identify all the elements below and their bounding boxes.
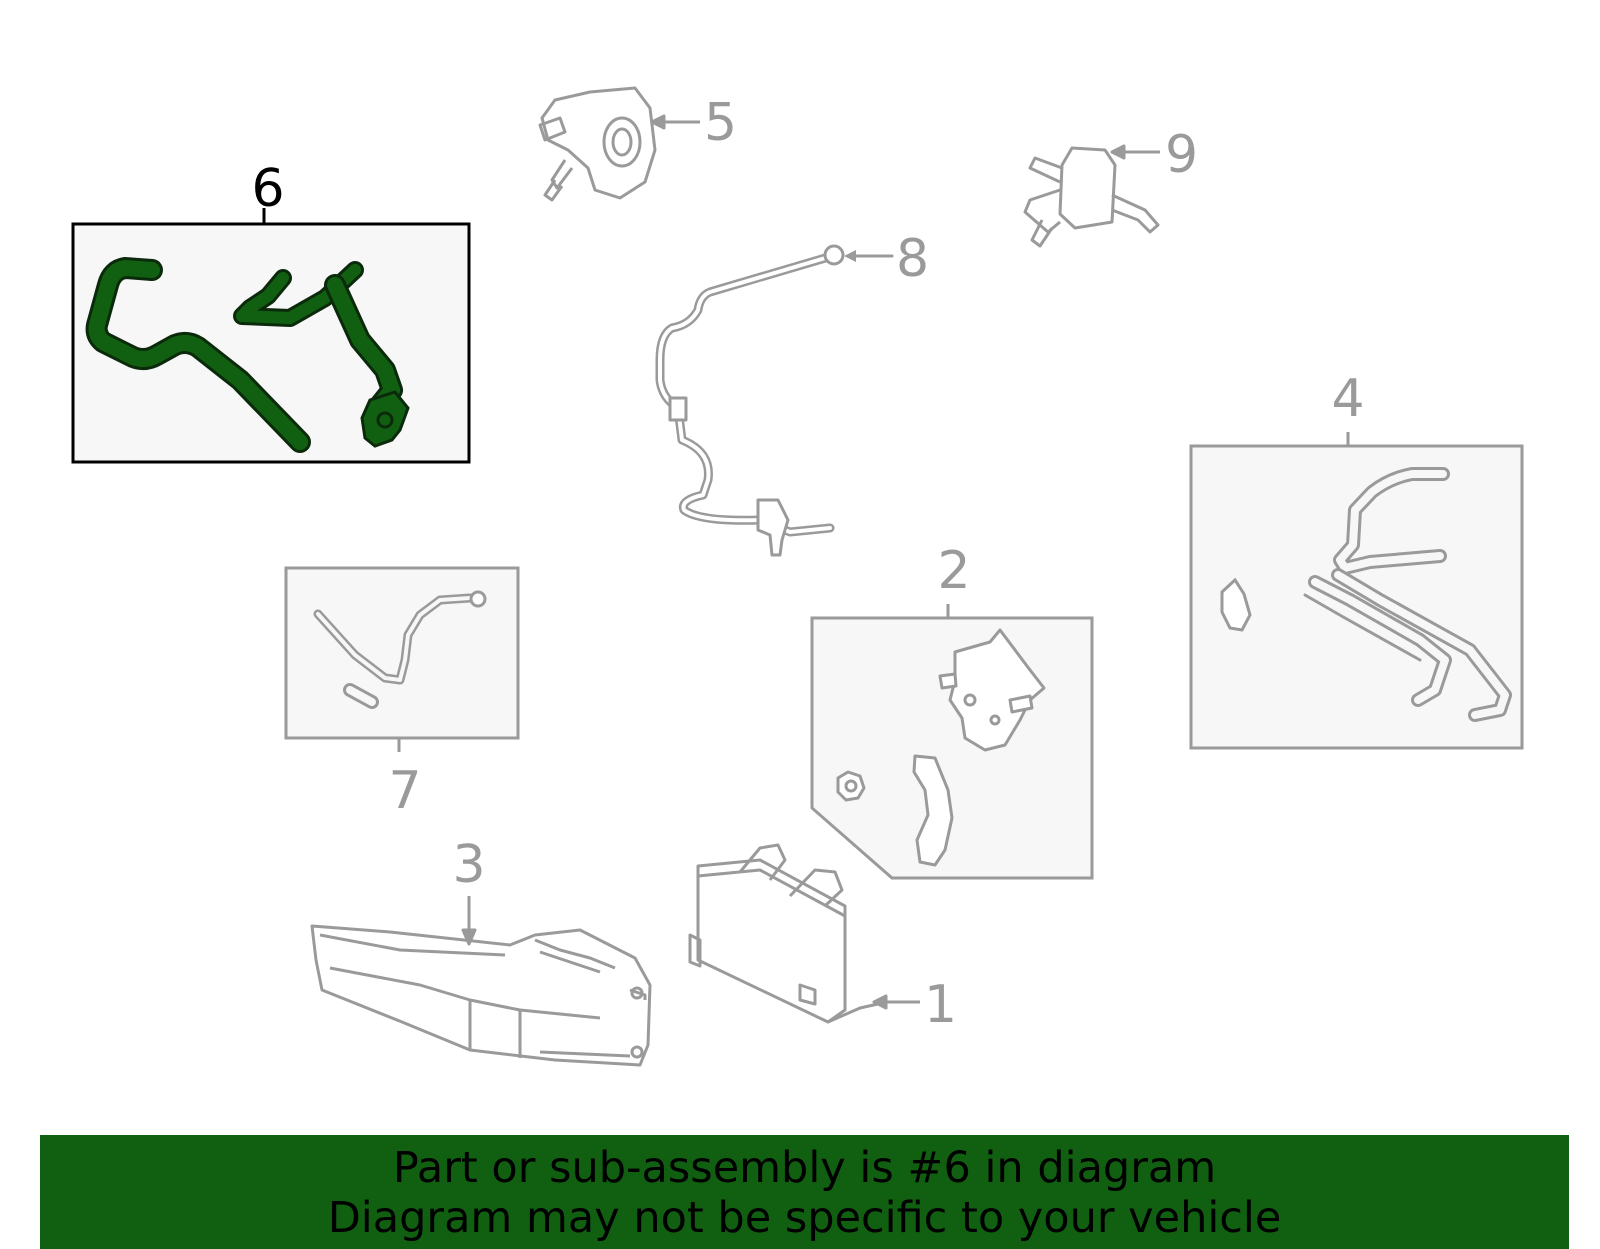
part-3-duct-icon[interactable] — [310, 924, 652, 1067]
banner-line-1: Part or sub-assembly is #6 in diagram — [392, 1143, 1217, 1193]
part-1-cooler-icon[interactable] — [696, 858, 847, 1024]
part-5-group[interactable]: 5 — [538, 86, 737, 202]
part-2-plate-icon[interactable] — [912, 754, 954, 867]
part-4-group[interactable]: 4 — [1189, 369, 1524, 750]
callout-6: 6 — [251, 159, 284, 219]
banner-line-2: Diagram may not be specific to your vehi… — [327, 1193, 1282, 1243]
part-9-valve-icon[interactable] — [1058, 146, 1117, 230]
part-8-tube-icon[interactable] — [655, 251, 837, 537]
callout-5: 5 — [704, 93, 737, 153]
part-2-group[interactable]: 2 — [810, 541, 1094, 880]
part-6-flange-icon[interactable] — [360, 390, 410, 448]
callout-2: 2 — [937, 541, 970, 601]
callout-3: 3 — [452, 835, 485, 895]
part-2-box[interactable] — [810, 616, 1094, 880]
part-2-bracket-icon[interactable] — [948, 628, 1046, 752]
callout-8: 8 — [896, 229, 929, 289]
part-6-group[interactable]: 6 — [71, 159, 471, 464]
part-4-flange-icon[interactable] — [1220, 577, 1252, 632]
callout-4: 4 — [1331, 369, 1364, 429]
part-8-group[interactable]: 8 — [655, 229, 929, 557]
callout-9: 9 — [1165, 125, 1198, 185]
part-7-group[interactable]: 7 — [284, 566, 520, 821]
part-7-pipe-icon[interactable] — [313, 593, 475, 709]
part-4-hoses-icon[interactable] — [1303, 467, 1512, 722]
part-3-group[interactable]: 3 — [310, 835, 652, 1067]
callout-1: 1 — [924, 975, 957, 1035]
part-1-group[interactable]: 1 — [688, 843, 957, 1035]
callout-7: 7 — [388, 761, 421, 821]
part-5-thermostat-icon[interactable] — [540, 86, 657, 200]
part-9-group[interactable]: 9 — [1023, 125, 1198, 248]
info-banner: Part or sub-assembly is #6 in diagram Di… — [40, 1135, 1569, 1249]
